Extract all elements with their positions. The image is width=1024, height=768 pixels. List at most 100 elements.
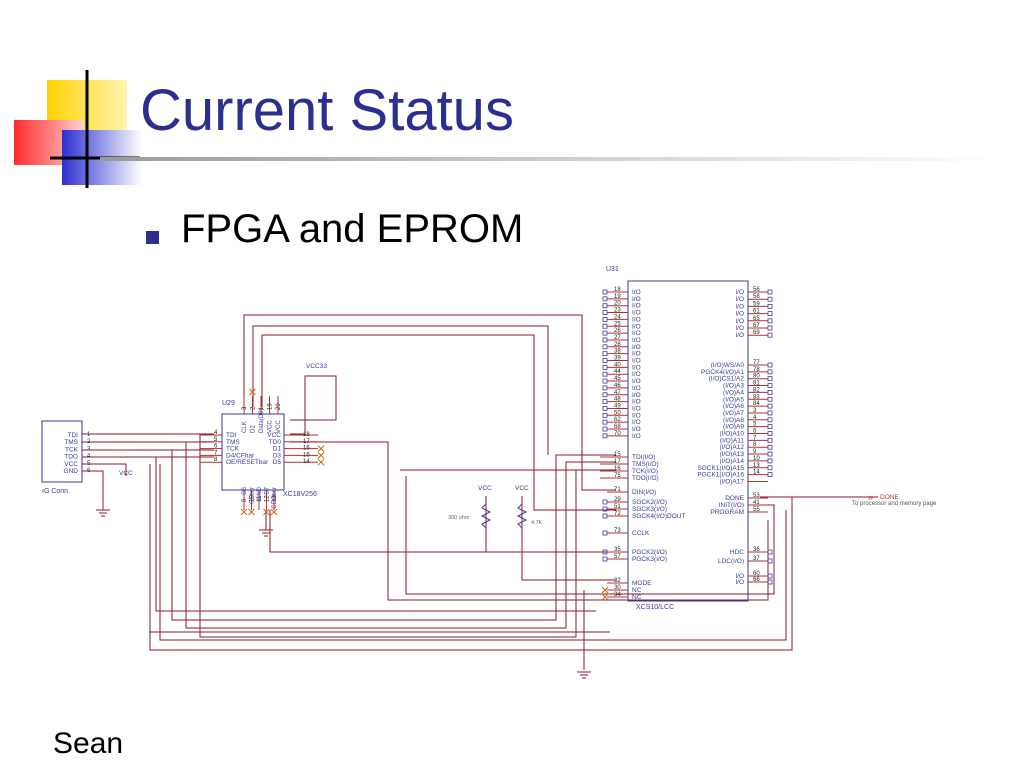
fpga-part: XCS10/LCC xyxy=(636,604,674,611)
eprom-pin-number: 19 xyxy=(268,403,274,410)
eprom-pin-name: TCK xyxy=(226,446,240,453)
pin-terminal xyxy=(767,311,773,317)
fpga-pin-name: I/O xyxy=(632,419,641,426)
fpga-pin-number: 9 xyxy=(753,449,757,455)
fpga-pin-number: 37 xyxy=(753,556,760,562)
fpga-pin-number: 82 xyxy=(753,387,760,393)
pin-terminal xyxy=(767,451,773,457)
fpga-pin-number: 56 xyxy=(753,287,760,293)
fpga-pin-name: I/O xyxy=(735,573,744,580)
fpga-pin-number: 53 xyxy=(753,493,760,499)
jtag-pin-name: TDI xyxy=(68,432,79,439)
fpga-pin-number: 57 xyxy=(614,554,621,560)
done-note: To processor and memory page xyxy=(852,501,937,507)
fpga-pin-name: HDC xyxy=(730,549,744,556)
fpga-pin-name: (I/O)A3 xyxy=(723,383,744,390)
fpga-pin-number: 55 xyxy=(753,507,760,513)
no-connect-mark xyxy=(249,388,256,396)
pin-terminal xyxy=(767,444,773,450)
eprom-pin-number: 8 xyxy=(214,457,218,463)
eprom-pin-number: 6 xyxy=(214,444,218,450)
eprom-pin-name: D5 xyxy=(273,459,282,466)
fpga-pin-number: 60 xyxy=(753,571,760,577)
fpga-pin-number: 4 xyxy=(753,415,757,421)
pin-terminal xyxy=(767,579,773,585)
fpga-pin-name: (I/O)A14 xyxy=(719,458,744,465)
pin-terminal xyxy=(602,412,608,418)
fpga-pin-number: 44 xyxy=(614,369,621,375)
jtag-pin-name: TCK xyxy=(65,446,79,453)
fpga-pin-name: TCK(I/O) xyxy=(632,468,658,475)
eprom-pin-name: D3 xyxy=(273,452,282,459)
fpga-pin-name: I/O xyxy=(632,399,641,406)
eprom-part: XC18V256 xyxy=(283,491,317,498)
fpga-pin-number: 51 xyxy=(614,504,621,510)
fpga-pin-number: 70 xyxy=(614,431,621,437)
jtag-pin-number: 5 xyxy=(87,461,91,467)
fpga-pin-name: I/O xyxy=(632,412,641,419)
pin-terminal xyxy=(767,437,773,443)
pin-terminal xyxy=(602,426,608,432)
pin-terminal xyxy=(602,406,608,411)
fpga-pin-name: DONE xyxy=(725,495,744,502)
eprom-pin-name: Data(D0) xyxy=(259,409,265,433)
pin-terminal xyxy=(767,369,773,375)
fpga-pin-number: 46 xyxy=(614,383,621,389)
pin-terminal xyxy=(602,351,608,357)
eprom-pin-name: OE/RESETbar xyxy=(226,459,269,466)
fpga-pin-name: I/O xyxy=(632,316,641,323)
fpga-pin-number: 81 xyxy=(753,381,760,387)
fpga-pin-number: 38 xyxy=(614,349,621,355)
eprom-pin-number: 14 xyxy=(303,459,310,465)
fpga-pin-name: SGCK4(I/O)DOUT xyxy=(632,513,685,520)
fpga-pin-number: 80 xyxy=(753,374,760,380)
fpga-pin-name: I/O xyxy=(632,385,641,392)
fpga-pin-name: MODE xyxy=(632,580,652,587)
fpga-pin-name: I/O xyxy=(735,311,744,318)
eprom-pin-number: 16 xyxy=(303,446,310,452)
fpga-pin-name: PROGRAM xyxy=(710,509,744,516)
pin-terminal xyxy=(602,337,608,343)
fpga-pin-number: 26 xyxy=(614,328,621,334)
eprom-pin-number: 11 xyxy=(257,495,263,502)
resistor-47k-label: 4.7K xyxy=(531,520,543,526)
jtag-pin-name: TDO xyxy=(64,454,78,461)
pin-terminal xyxy=(602,330,608,336)
fpga-pin-name: PGCK4(I/O)A1 xyxy=(701,369,744,376)
pin-terminal xyxy=(767,318,773,324)
fpga-pin-number: 28 xyxy=(614,342,621,348)
eprom-ref: U29 xyxy=(222,400,235,407)
fpga-pin-name: I/O xyxy=(632,358,641,365)
pin-terminal xyxy=(767,472,773,478)
jtag-pin-number: 3 xyxy=(87,446,91,452)
fpga-pin-name: (I/O)A8 xyxy=(723,417,744,424)
fpga-pin-number: 66 xyxy=(753,577,760,583)
jtag-pin-name: GND xyxy=(64,468,79,475)
fpga-pin-number: 58 xyxy=(753,294,760,300)
fpga-pin-name: CCLK xyxy=(632,530,650,537)
fpga-pin-name: I/O xyxy=(735,325,744,332)
fpga-pin-number: 68 xyxy=(614,424,621,430)
pin-terminal xyxy=(767,296,773,302)
pin-terminal xyxy=(767,465,773,471)
eprom-pin-name: TD0 xyxy=(269,439,282,446)
fpga-pin-number: 20 xyxy=(614,301,621,307)
fpga-pin-number: 15 xyxy=(614,452,621,458)
fpga-pin-number: 73 xyxy=(614,528,621,534)
eprom-pin-name: VCC xyxy=(268,420,274,433)
eprom-pin-name: CEbar xyxy=(250,487,256,504)
pin-terminal xyxy=(602,506,608,512)
fpga-pin-number: 23 xyxy=(614,308,621,314)
bullet-square-icon xyxy=(146,231,159,244)
fpga-pin-name: (I/O)A9 xyxy=(723,424,744,431)
eprom-pin-number: 3 xyxy=(242,406,248,410)
eprom-pin-number: 2 xyxy=(251,406,257,410)
fpga-pin-number: 7 xyxy=(753,435,757,441)
pin-terminal xyxy=(767,549,773,555)
fpga-pin-number: 62 xyxy=(614,417,621,423)
eprom-pin-name: D7 xyxy=(265,486,271,494)
fpga-pin-name: LDC(I/O) xyxy=(718,558,744,565)
pin-terminal xyxy=(602,392,608,398)
fpga-pin-number: 72 xyxy=(614,511,621,517)
